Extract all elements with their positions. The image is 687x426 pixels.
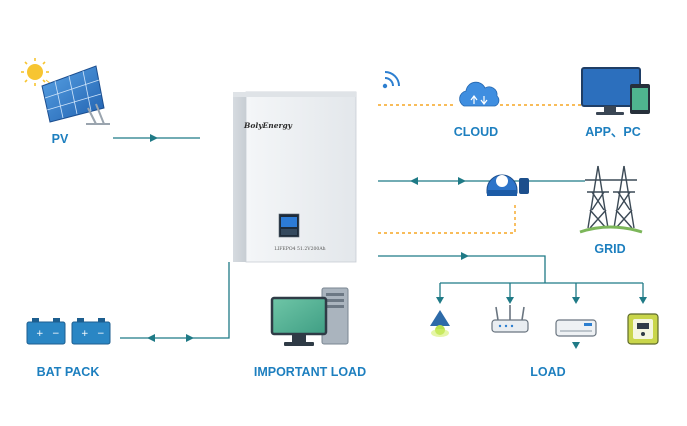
grid-arrow-right bbox=[458, 177, 466, 185]
wifi-icon bbox=[382, 71, 400, 89]
load-label: LOAD bbox=[530, 365, 565, 379]
battery-arrow-right bbox=[186, 334, 194, 342]
grid-arrow-left bbox=[410, 177, 418, 185]
grid-label: GRID bbox=[594, 242, 625, 256]
pv-label: PV bbox=[52, 132, 69, 146]
appliance-icon bbox=[627, 313, 659, 345]
battery-icon: + − + − bbox=[26, 318, 111, 345]
app-pc-label: APP、PC bbox=[585, 125, 641, 139]
device-model: LIFEPO4 51.2V200Ah bbox=[274, 246, 325, 252]
lamp-icon bbox=[430, 310, 450, 337]
power-tower-icon bbox=[579, 165, 643, 234]
load-bus-line bbox=[378, 255, 546, 283]
solar-panel-icon bbox=[21, 58, 110, 125]
brand-logo: BolyEnergy bbox=[243, 121, 293, 130]
pv-arrow bbox=[150, 134, 158, 142]
bat-pack-label: BAT PACK bbox=[37, 365, 100, 379]
current-transformer-icon bbox=[486, 174, 529, 196]
svg-text:+: + bbox=[36, 329, 44, 339]
desktop-computer-icon bbox=[270, 287, 349, 346]
svg-text:+: + bbox=[81, 329, 89, 339]
important-load-label: IMPORTANT LOAD bbox=[254, 365, 366, 379]
load-arrow bbox=[461, 252, 469, 260]
communication-lines bbox=[378, 104, 582, 234]
air-conditioner-icon bbox=[555, 319, 597, 337]
router-icon bbox=[491, 305, 529, 333]
cloud-label: CLOUD bbox=[454, 125, 498, 139]
svg-text:−: − bbox=[97, 329, 105, 339]
cloud-icon bbox=[459, 81, 500, 107]
svg-text:−: − bbox=[52, 329, 60, 339]
battery-inverter-unit: BolyEnergy LIFEPO4 51.2V200Ah bbox=[233, 91, 357, 263]
flow-arrows bbox=[147, 134, 647, 349]
connections bbox=[113, 137, 644, 339]
smartphone-icon bbox=[630, 84, 650, 114]
battery-arrow-left bbox=[147, 334, 155, 342]
battery-line bbox=[120, 262, 230, 339]
